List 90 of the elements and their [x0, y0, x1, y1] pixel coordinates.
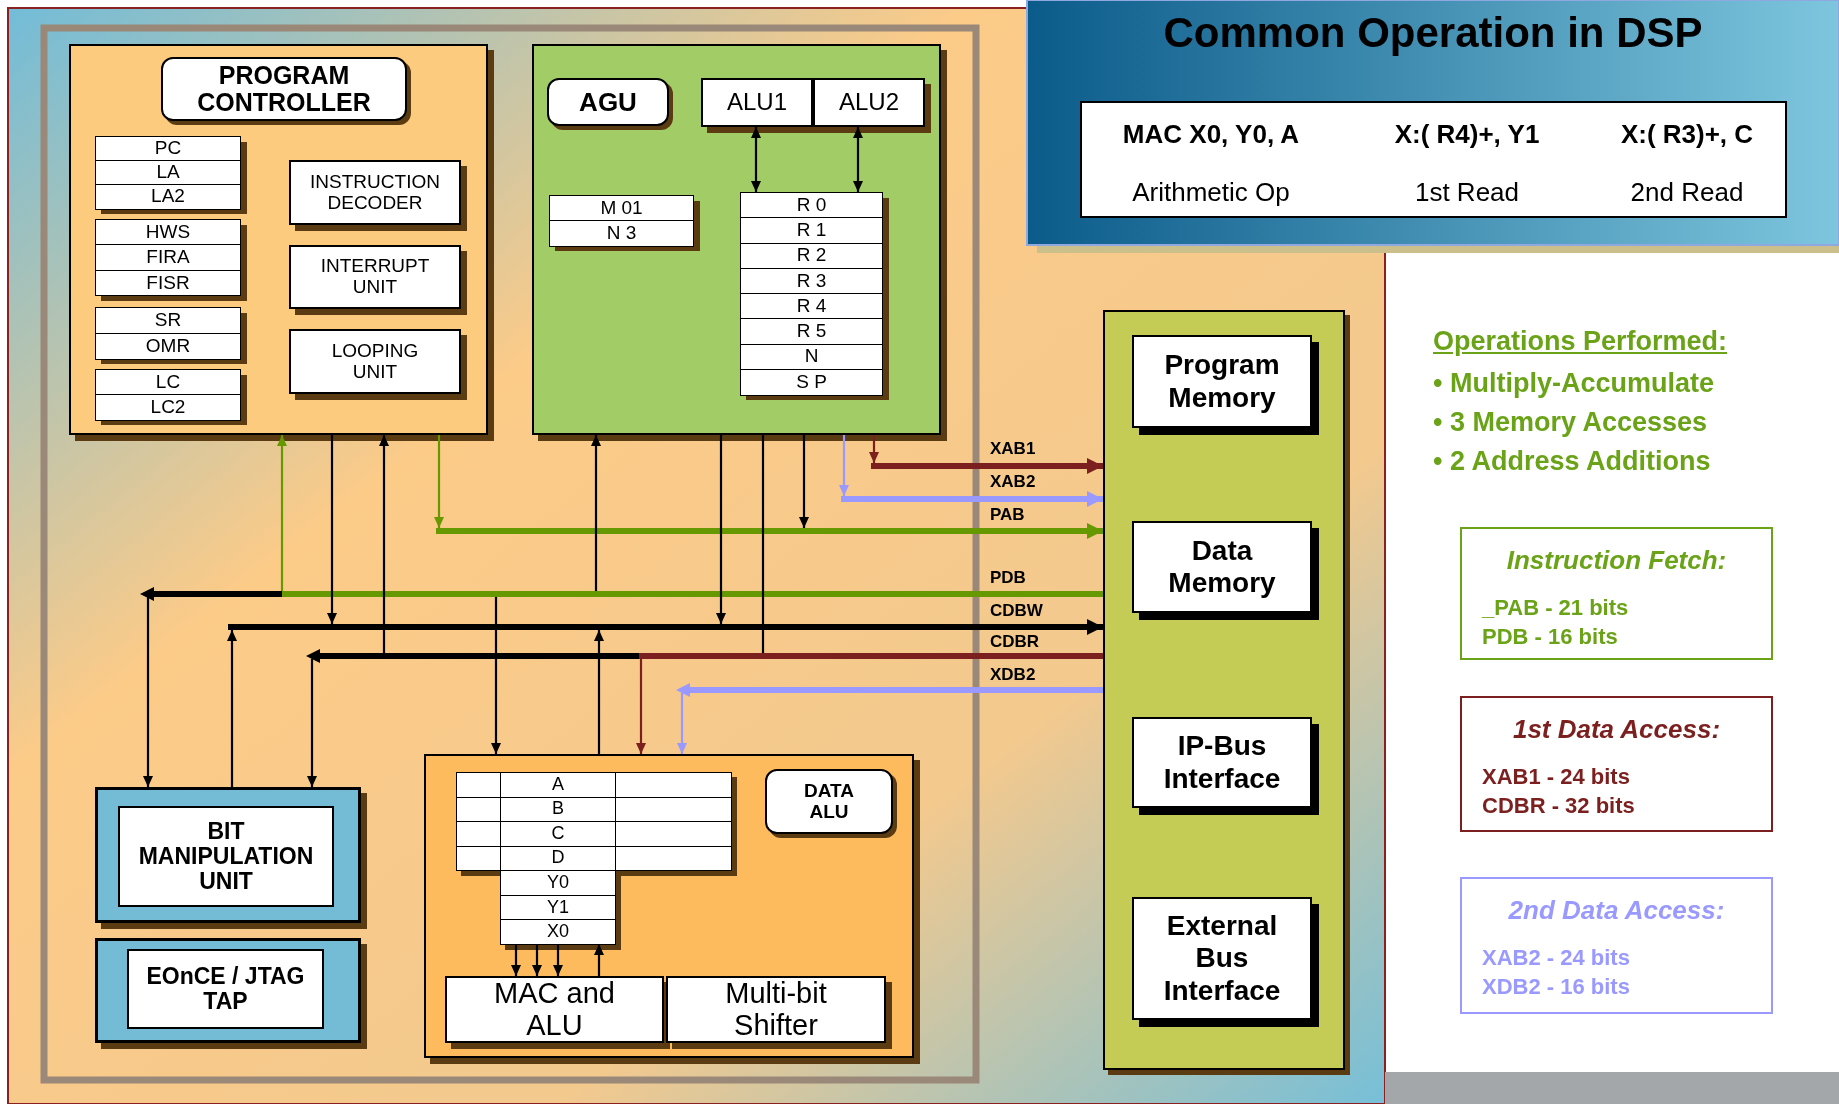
instruction-text: MAC X0, Y0, A	[1121, 117, 1301, 151]
register-cell: FISR	[95, 269, 241, 297]
arrow	[853, 127, 863, 192]
bullet-item: • 2 Address Additions	[1433, 446, 1711, 477]
register-cell: R 0	[740, 192, 883, 219]
info-line: CDBR - 32 bits	[1482, 793, 1635, 819]
register-cell: B	[500, 796, 616, 822]
arrow	[677, 693, 687, 754]
instruction-text: X:( R3)+, C	[1619, 117, 1755, 151]
register-cell: Y1	[500, 894, 616, 921]
instruction-text: 2nd Read	[1629, 175, 1745, 209]
register-cell: Y0	[500, 870, 616, 896]
bus-label: CDBR	[990, 632, 1040, 652]
arrow	[751, 127, 761, 192]
arrow	[434, 435, 444, 528]
bus-connector	[1087, 491, 1103, 507]
arrow	[307, 659, 317, 787]
unit-label: EOnCE / JTAG TAP	[127, 949, 324, 1029]
arrow	[327, 435, 337, 624]
register-cell: OMR	[95, 332, 241, 360]
register-cell: A	[500, 772, 616, 798]
instruction-text: Arithmetic Op	[1131, 175, 1291, 209]
info-title: 2nd Data Access:	[1507, 893, 1726, 927]
arrow	[277, 435, 287, 591]
unit-label: BIT MANIPULATION UNIT	[118, 806, 334, 907]
bus-connector	[1087, 458, 1103, 474]
register-table	[456, 772, 731, 944]
bus-label: XAB2	[990, 472, 1036, 492]
bullet-item: • Multiply-Accumulate	[1433, 368, 1714, 399]
register-cell: SR	[95, 307, 241, 334]
arrow	[491, 597, 501, 754]
arrow	[636, 659, 646, 754]
register-cell: R 5	[740, 318, 883, 345]
arrow	[227, 630, 237, 787]
bus-label: XDB2	[990, 665, 1036, 685]
bus-label: PDB	[990, 568, 1026, 588]
arrow	[716, 435, 726, 624]
arrow	[591, 435, 601, 591]
register-cell: N 3	[549, 220, 694, 247]
register-cell: C	[500, 821, 616, 847]
arrow	[869, 435, 879, 463]
diagram-title: Common Operation in DSP	[1162, 8, 1704, 58]
register-cell: M 01	[549, 195, 694, 222]
arrow	[532, 944, 542, 976]
arrow	[143, 597, 153, 787]
info-box	[1460, 877, 1773, 1014]
register-cell: LC	[95, 369, 241, 396]
bus-label: CDBW	[990, 601, 1043, 621]
info-line: XAB1 - 24 bits	[1482, 764, 1630, 790]
bus-connector	[1088, 653, 1103, 659]
register-cell: X0	[500, 919, 616, 946]
arrow	[594, 630, 604, 754]
arrow	[839, 435, 849, 496]
arrow	[379, 435, 389, 653]
info-line: _PAB - 21 bits	[1482, 595, 1629, 621]
register-cell: LA	[95, 160, 241, 186]
bullet-item: • 3 Memory Accesses	[1433, 407, 1708, 438]
bus-line	[140, 587, 1088, 601]
info-box	[1460, 696, 1773, 832]
register-cell: LA2	[95, 184, 241, 210]
bus-label: PAB	[990, 505, 1025, 525]
bus-label: XAB1	[990, 439, 1036, 459]
bus-connector	[1087, 619, 1103, 635]
arrow	[553, 944, 563, 976]
register-cell: R 1	[740, 217, 883, 244]
info-title: Instruction Fetch:	[1505, 543, 1728, 577]
bus-connector	[1088, 591, 1103, 597]
register-cell: HWS	[95, 219, 241, 246]
arrow	[594, 944, 604, 976]
instruction-table	[1080, 101, 1787, 218]
info-line: XAB2 - 24 bits	[1482, 945, 1630, 971]
arrow	[799, 435, 809, 528]
register-cell: S P	[740, 368, 883, 396]
bus-line	[306, 649, 1088, 663]
info-line: XDB2 - 16 bits	[1482, 974, 1630, 1000]
instruction-text: X:( R4)+, Y1	[1393, 117, 1541, 151]
arrow	[511, 944, 521, 976]
register-cell: LC2	[95, 394, 241, 421]
instruction-text: 1st Read	[1413, 175, 1521, 209]
register-cell: D	[500, 845, 616, 871]
info-line: PDB - 16 bits	[1482, 624, 1618, 650]
register-cell: R 4	[740, 293, 883, 320]
info-title: 1st Data Access:	[1511, 712, 1722, 746]
register-cell: PC	[95, 136, 241, 162]
register-cell: FIRA	[95, 244, 241, 272]
info-box	[1460, 527, 1773, 660]
bus-connector	[1088, 687, 1103, 693]
bus-line	[676, 683, 1088, 697]
section-heading: Operations Performed:	[1433, 326, 1728, 357]
bus-connector	[1087, 523, 1103, 539]
